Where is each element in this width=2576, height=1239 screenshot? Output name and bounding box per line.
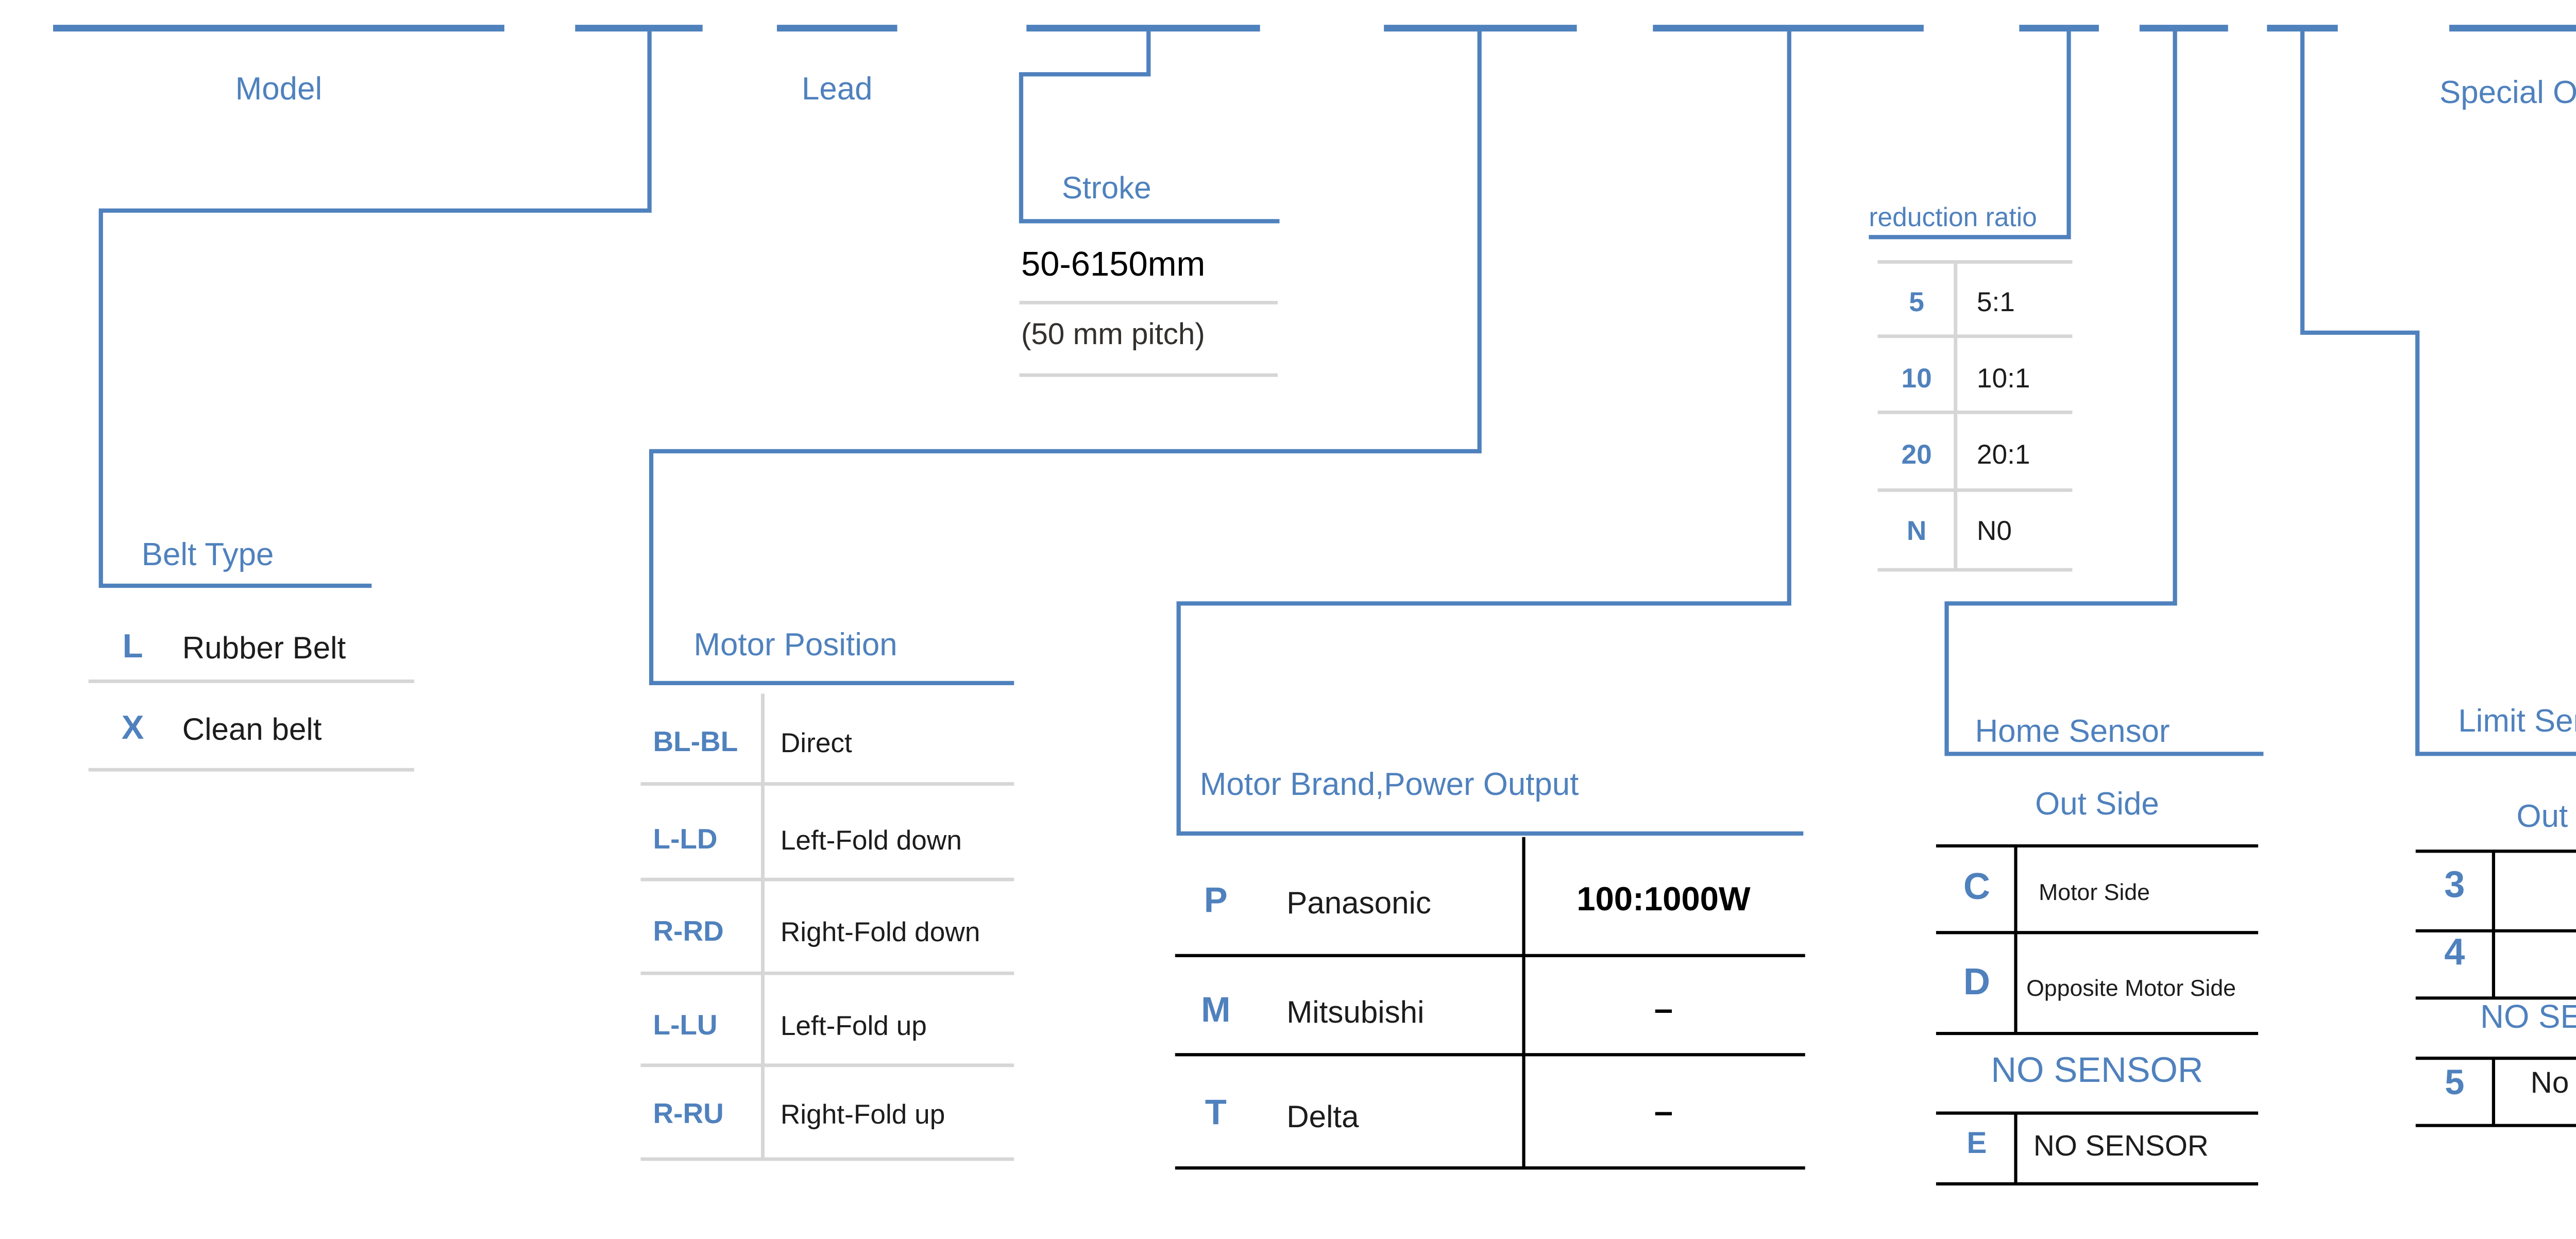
home-sensor-no-sensor-label: NO SENSOR	[1991, 1049, 2204, 1090]
motor-brand-title: Motor Brand,Power Output	[1199, 767, 1579, 803]
limit-sensor-subtitle: Out Side	[2516, 799, 2576, 835]
motor-brand-output: 100:1000W	[1577, 880, 1751, 918]
stroke-pitch: (50 mm pitch)	[1021, 317, 1205, 351]
belt-type-desc: Clean belt	[182, 711, 322, 746]
limit-sensor-no-sensor-label: NO SENSOR	[2480, 998, 2576, 1036]
motor-brand-name: Panasonic	[1286, 885, 1431, 920]
motor-position-code: L-LD	[653, 823, 718, 855]
reduction-ratio-code: 10	[1901, 363, 1932, 394]
motor-brand-code: P	[1204, 880, 1228, 920]
home-sensor-subtitle: Out Side	[2035, 786, 2159, 822]
blue-leader-lines	[98, 28, 2576, 836]
motor-brand-name: Mitsubishi	[1286, 995, 1425, 1030]
motor-position-code: R-RU	[653, 1097, 724, 1129]
home-sensor-desc: NO SENSOR	[2033, 1129, 2209, 1162]
motor-brand-code: M	[1201, 990, 1231, 1030]
motor-position-title: Motor Position	[693, 626, 897, 663]
lead-label: Lead	[801, 71, 873, 107]
motor-position-desc: Right-Fold up	[780, 1099, 945, 1130]
limit-sensor-desc: 1pc	[2495, 871, 2576, 903]
limit-sensor-code: 4	[2444, 931, 2465, 973]
limit-sensor-title: Limit Sensor	[2458, 703, 2576, 739]
belt-type-desc: Rubber Belt	[182, 630, 346, 665]
motor-position-desc: Left-Fold up	[780, 1011, 927, 1042]
reduction-ratio-title: reduction ratio	[1869, 201, 2037, 232]
motor-position-code: BL-BL	[653, 725, 738, 758]
belt-type-title: Belt Type	[141, 536, 274, 572]
limit-sensor-desc: 2pc	[2495, 936, 2576, 969]
model-label: Model	[235, 71, 323, 107]
motor-position-desc: Right-Fold down	[780, 917, 980, 948]
black-table-lines	[1175, 837, 2576, 1186]
limit-sensor-desc: No SENSOR	[2530, 1065, 2576, 1099]
limit-sensor-code: 3	[2444, 864, 2465, 906]
limit-sensor-code: 5	[2445, 1062, 2465, 1102]
motor-brand-name: Delta	[1286, 1099, 1359, 1134]
reduction-ratio-code: N	[1906, 515, 1927, 546]
home-sensor-desc: Opposite Motor Side	[2026, 975, 2236, 1001]
motor-position-code: R-RD	[653, 914, 724, 947]
stroke-range: 50-6150mm	[1021, 245, 1206, 284]
code-position-bars	[53, 25, 2576, 32]
reduction-ratio-code: 20	[1901, 439, 1932, 470]
reduction-ratio-value: 10:1	[1976, 363, 2030, 394]
home-sensor-title: Home Sensor	[1975, 714, 2170, 750]
reduction-ratio-value: N0	[1976, 515, 2012, 546]
motor-brand-code: T	[1205, 1092, 1227, 1132]
reduction-ratio-value: 20:1	[1976, 439, 2030, 470]
home-sensor-code: E	[1967, 1126, 1987, 1160]
stroke-title: Stroke	[1062, 170, 1151, 205]
motor-position-code: L-LU	[653, 1008, 718, 1041]
belt-type-code: X	[121, 708, 144, 746]
motor-brand-output: –	[1654, 990, 1673, 1028]
special-order-label: Special Order No.	[2439, 75, 2576, 111]
motor-brand-output: –	[1654, 1092, 1673, 1130]
reduction-ratio-code: 5	[1909, 287, 1924, 318]
gray-dividers	[88, 260, 2073, 1161]
home-sensor-desc: Motor Side	[2039, 880, 2150, 906]
motor-position-desc: Direct	[780, 727, 852, 758]
home-sensor-code: D	[1963, 961, 1990, 1003]
reduction-ratio-value: 5:1	[1976, 287, 2015, 318]
home-sensor-code: C	[1963, 865, 1990, 907]
belt-type-code: L	[122, 626, 143, 665]
motor-position-desc: Left-Fold down	[780, 825, 962, 856]
